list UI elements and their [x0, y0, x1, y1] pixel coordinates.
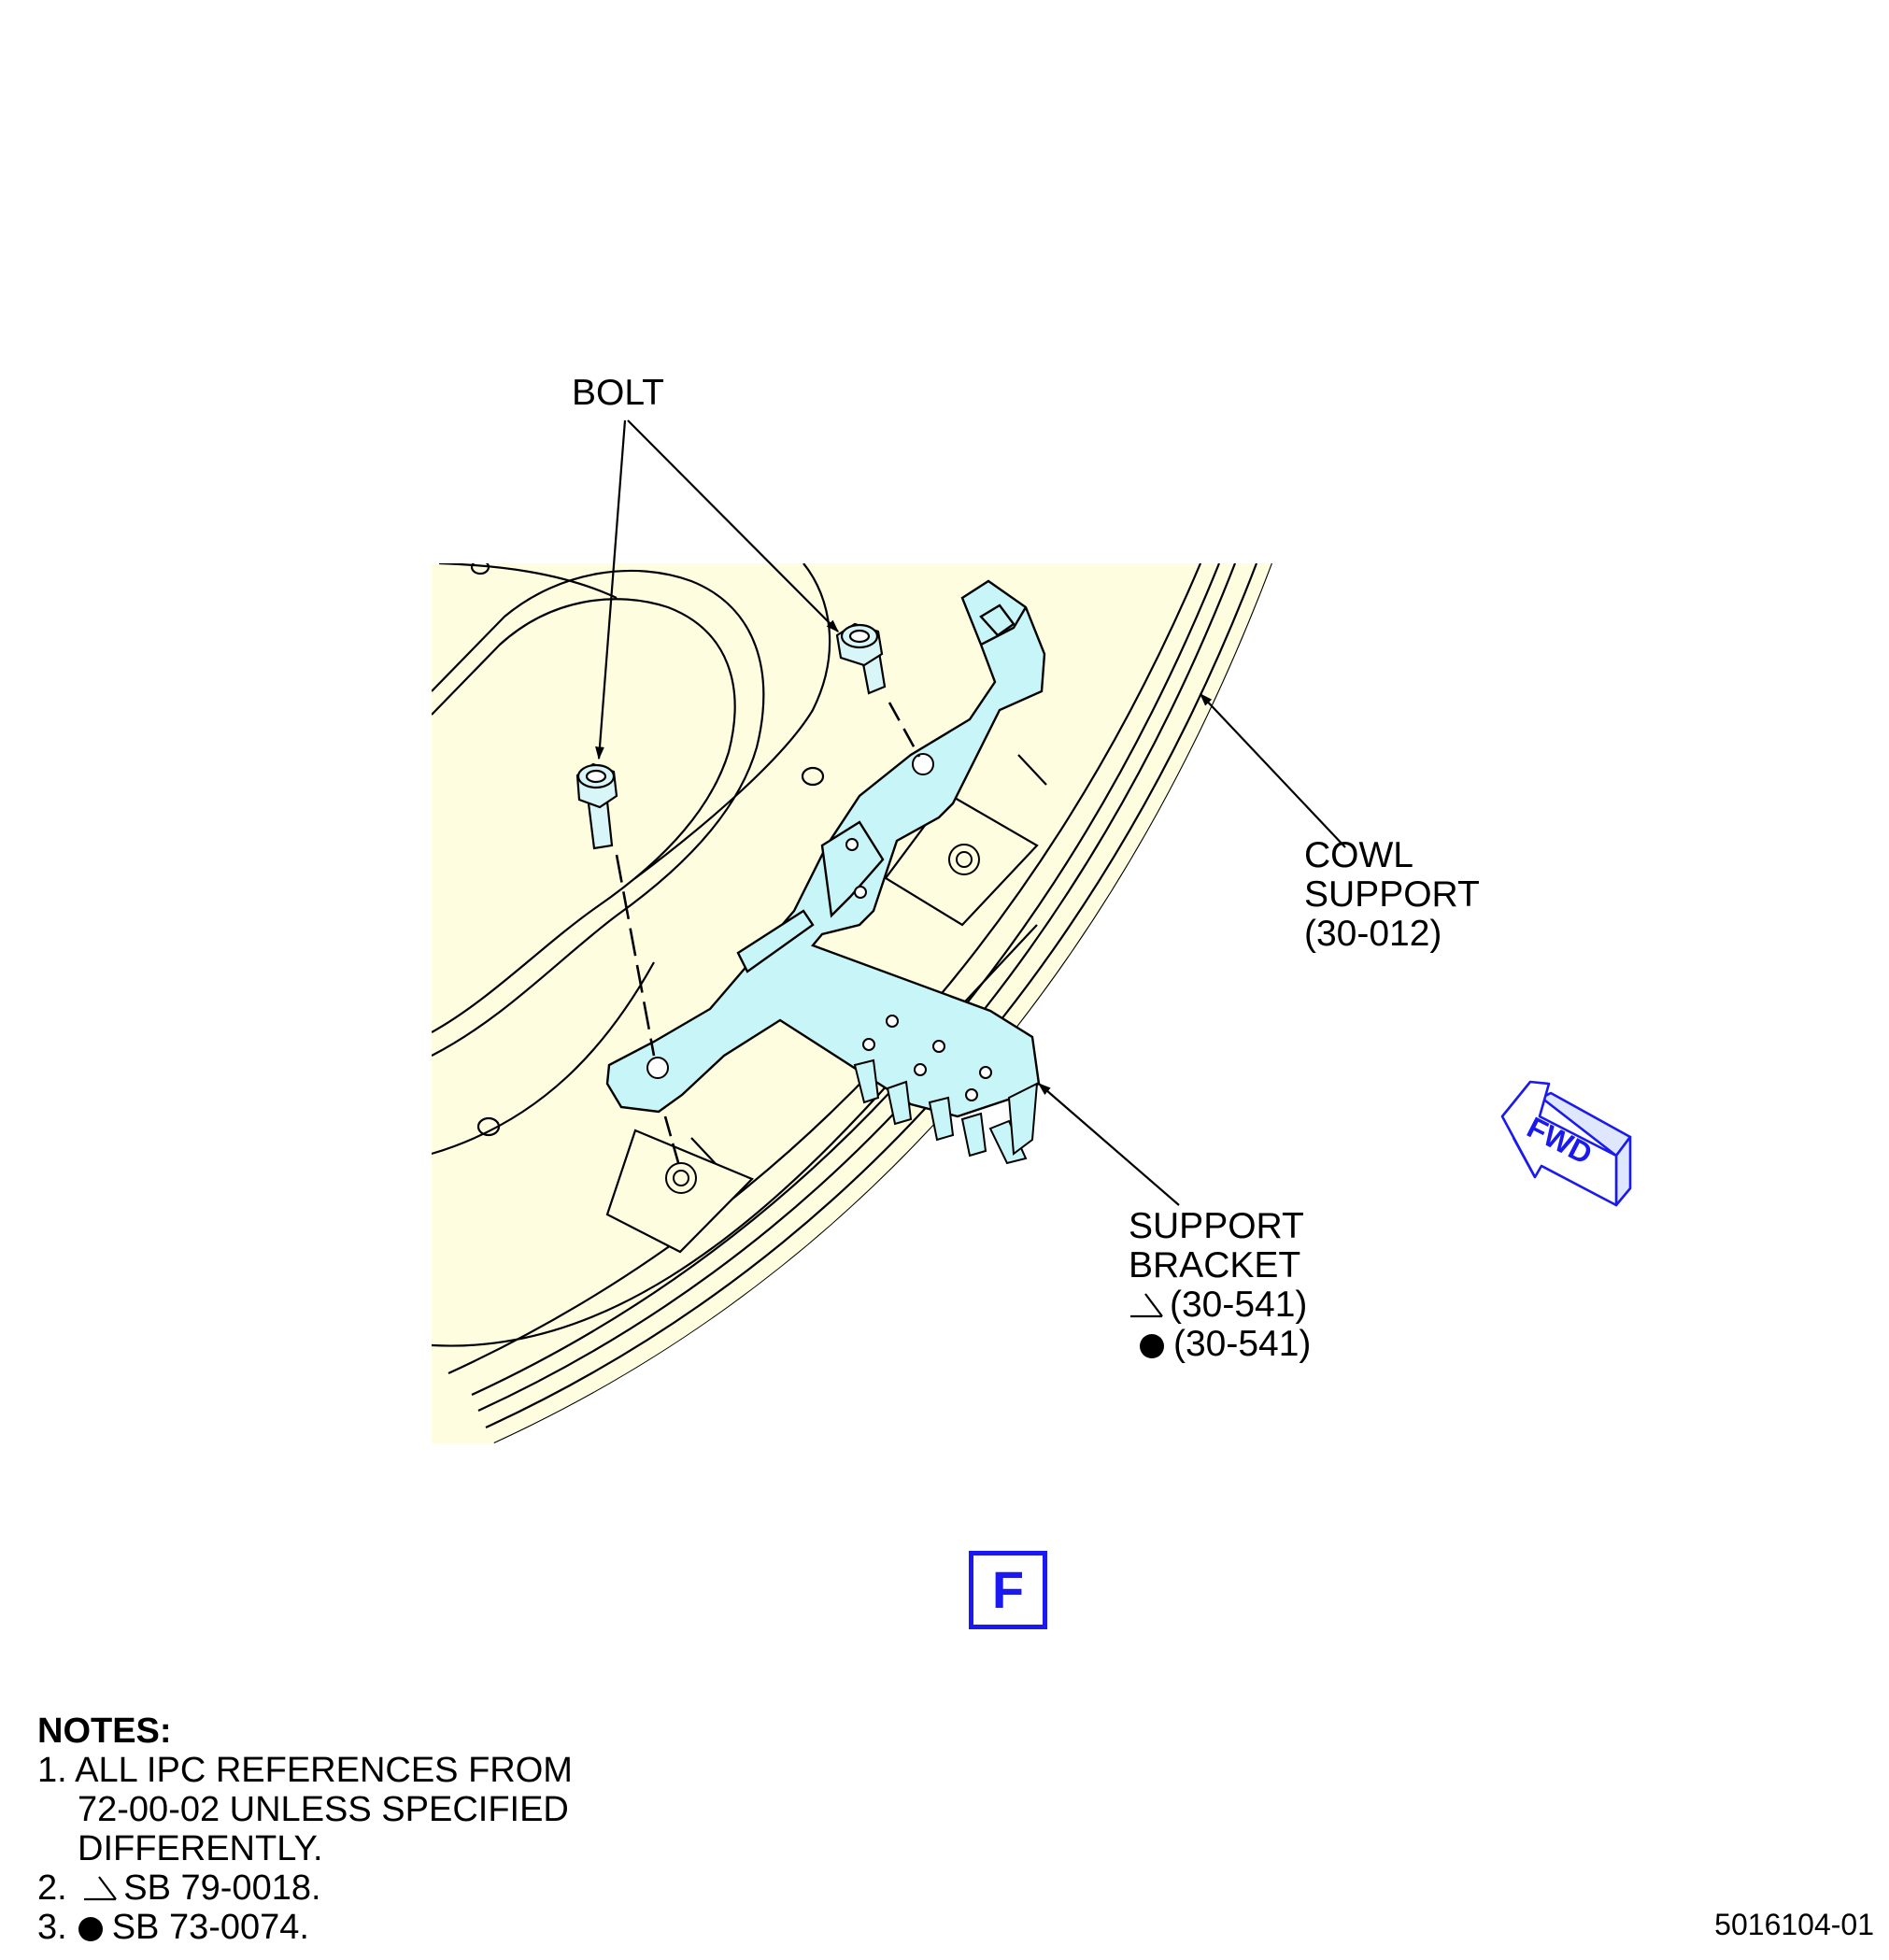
note-1-line-3: DIFFERENTLY.: [78, 1829, 323, 1868]
bolt-leader-left: [595, 419, 627, 760]
notes-title: NOTES:: [37, 1711, 172, 1751]
panel-flange-3: [471, 563, 1221, 1396]
note-2-triangle-icon: [84, 1876, 118, 1901]
bracket-rivet-1: [845, 838, 859, 851]
bolt-upper-centerline: [888, 702, 921, 758]
support-bracket-line-1: SUPPORT: [1129, 1206, 1304, 1246]
panel-large-cutout: [432, 569, 765, 1057]
panel-cutout-edge: [432, 598, 736, 1033]
bracket-hole-lower: [646, 1057, 669, 1079]
bracket-rivet-2: [854, 886, 867, 899]
panel-upper-arc: [438, 563, 618, 599]
notes-block: NOTES: 1. ALL IPC REFERENCES FROM 72-00-…: [37, 1711, 573, 1947]
note-1-line-2: 72-00-02 UNLESS SPECIFIED: [78, 1790, 569, 1829]
view-letter-box: F: [969, 1551, 1047, 1629]
note-3: 3. SB 73-0074.: [37, 1908, 573, 1947]
support-bracket-ref-tri: (30-541): [1170, 1285, 1308, 1325]
note-2-text: SB 79-0018.: [123, 1868, 321, 1908]
note-2: 2. SB 79-0018.: [37, 1868, 573, 1908]
bracket-rivet-6: [914, 1063, 927, 1076]
bolt-lower-centerline: [615, 854, 656, 1057]
panel-hole-3: [470, 563, 490, 575]
note-3-number: 3.: [37, 1908, 67, 1947]
support-bracket-ref-row-1: (30-541): [1129, 1285, 1311, 1325]
bracket-stud-1: [853, 1058, 880, 1104]
panel-flange-4: [447, 563, 1202, 1375]
pad-lower-centerline: [663, 1115, 681, 1167]
bracket-clip: [979, 604, 1016, 637]
bolt-lower: [575, 762, 618, 850]
cowl-support-line-3: (30-012): [1304, 914, 1442, 954]
cowl-support-callout: COWL SUPPORT (30-012): [1304, 836, 1480, 954]
panel-right-web: [634, 563, 831, 879]
bracket-stud-5: [988, 1119, 1028, 1165]
support-bracket-leader: [1037, 1083, 1180, 1206]
bracket-stud-2: [886, 1080, 913, 1126]
panel-inner-sweep: [432, 961, 655, 1156]
figure-number: 5016104-01: [1714, 1908, 1874, 1941]
cowl-support-leader: [1200, 692, 1346, 848]
bracket-stud-3: [928, 1096, 955, 1142]
bracket-hole-upper: [912, 753, 934, 775]
bolt-label: BOLT: [572, 373, 664, 413]
sb-dot-icon: [1140, 1334, 1164, 1358]
note-3-dot-icon: [78, 1917, 103, 1941]
sb-triangle-icon: [1130, 1293, 1163, 1318]
panel-hole-1: [801, 766, 825, 787]
support-bracket-callout: SUPPORT BRACKET (30-541) (30-541): [1129, 1207, 1311, 1364]
bolt-upper: [835, 622, 887, 695]
panel-flange-2: [477, 563, 1237, 1412]
note-1-line-1: 1. ALL IPC REFERENCES FROM: [37, 1751, 573, 1790]
fwd-arrow-icon: FWD: [1500, 1080, 1632, 1207]
bracket-edge-clip: [1007, 1082, 1039, 1156]
bracket-rivet-8: [965, 1088, 978, 1101]
support-bracket-ref-dot: (30-541): [1173, 1324, 1312, 1364]
bolt-leader-right: [627, 419, 839, 632]
bracket-slot: [736, 909, 815, 973]
panel-hole-2: [476, 1116, 501, 1137]
bracket-rivet-7: [979, 1066, 992, 1079]
support-bracket: [605, 579, 1046, 1165]
bracket-rivet-4: [862, 1038, 875, 1051]
note-3-text: SB 73-0074.: [111, 1908, 309, 1947]
bracket-rivet-5: [932, 1040, 945, 1053]
cowl-support-line-1: COWL: [1304, 835, 1413, 875]
bracket-rivet-3: [886, 1015, 899, 1028]
note-2-number: 2.: [37, 1868, 67, 1908]
cowl-support-line-2: SUPPORT: [1304, 874, 1480, 915]
bolt-callout: BOLT: [572, 374, 664, 413]
panel-inner-frame: [432, 924, 1038, 1347]
bracket-tab: [820, 820, 885, 918]
support-bracket-ref-row-2: (30-541): [1129, 1325, 1311, 1364]
support-bracket-line-2: BRACKET: [1129, 1245, 1301, 1285]
bracket-stud-4: [960, 1112, 987, 1158]
bracket-fold-line: [980, 606, 1028, 646]
